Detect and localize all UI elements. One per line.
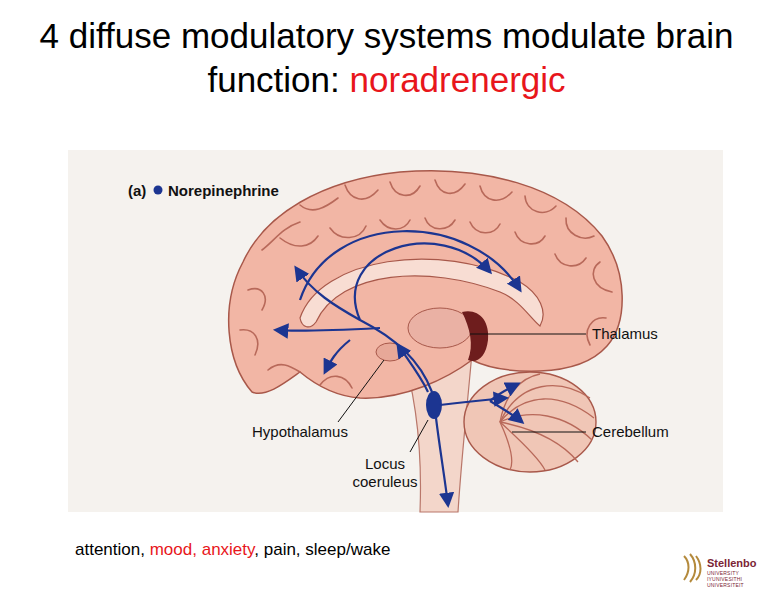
cerebral-cortex	[229, 171, 622, 398]
structure-label: Hypothalamus	[252, 423, 348, 441]
leader-line	[338, 334, 586, 452]
title-highlight: noradrenergic	[350, 60, 566, 99]
thalamus-dark	[462, 311, 488, 361]
function-text: , pain, sleep/wake	[254, 540, 390, 559]
slide-title: 4 diffuse modulatory systems modulate br…	[20, 14, 753, 102]
logo-text: UNIVERSITEIT	[707, 582, 744, 588]
structure-label: Thalamus	[592, 325, 658, 343]
figure-panel	[68, 150, 723, 512]
function-highlight: mood, anxiety	[150, 540, 255, 559]
thalamus	[408, 308, 472, 348]
logo-text: UNIVERSITY	[707, 570, 739, 576]
university-logo	[684, 554, 701, 582]
logo-text: IYUNIVESITHI	[707, 576, 742, 582]
panel-letter: (a)	[128, 182, 146, 200]
transmitter-name: Norepinephrine	[168, 182, 279, 200]
function-text: attention,	[75, 540, 145, 559]
cerebellum	[464, 372, 596, 472]
logo-text: Stellenbo	[707, 557, 757, 569]
structure-label: Locus coeruleus	[340, 455, 430, 491]
structure-label: Cerebellum	[592, 423, 669, 441]
function-list: attention, mood, anxiety, pain, sleep/wak…	[75, 539, 390, 561]
gyri	[240, 180, 612, 388]
locus-coeruleus	[426, 391, 442, 419]
legend-dot	[154, 186, 163, 195]
norepinephrine-pathway	[276, 231, 522, 505]
